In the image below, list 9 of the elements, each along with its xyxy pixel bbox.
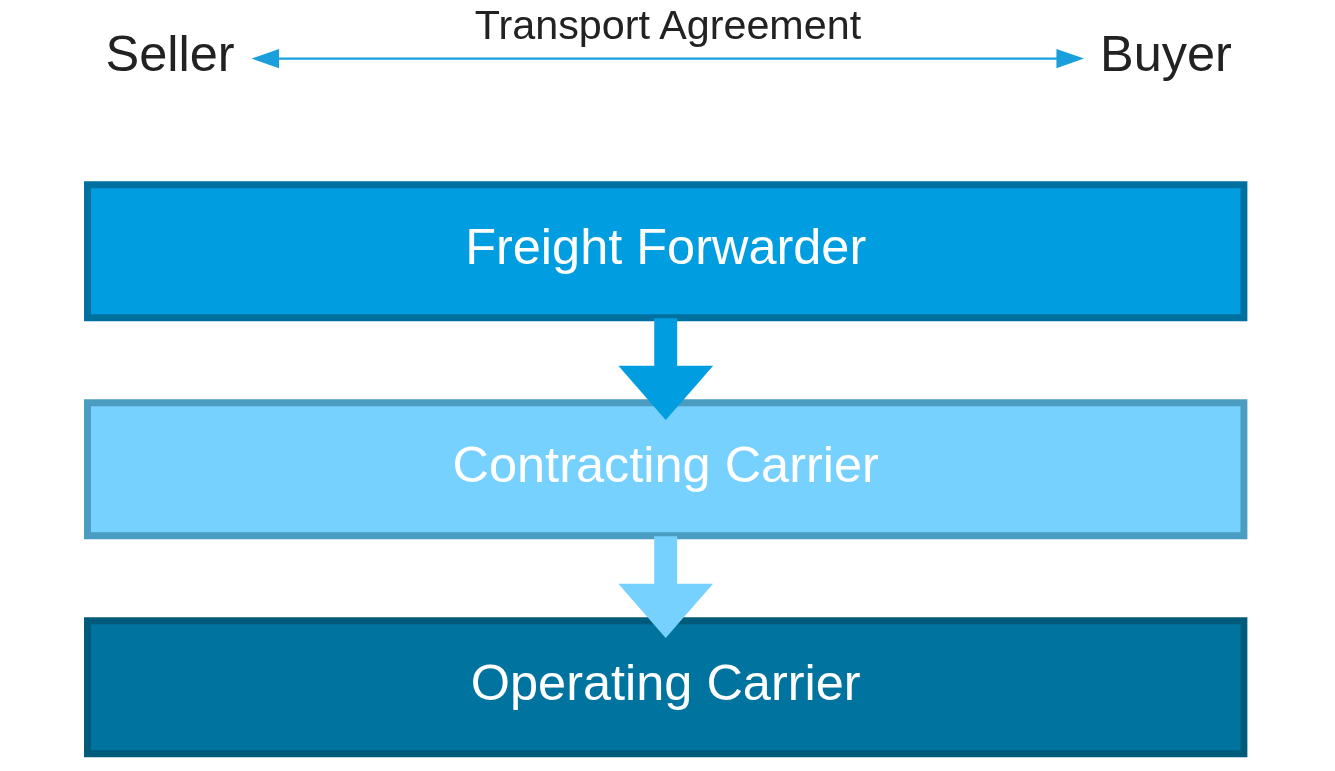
- arrow: [617, 536, 713, 638]
- node-box: Contracting Carrier: [83, 399, 1247, 540]
- arrow: [617, 318, 713, 420]
- node-text: Seller: [105, 25, 235, 83]
- arrow: [251, 48, 1084, 69]
- node-box: Operating Carrier: [83, 617, 1247, 758]
- edge-label: Transport Agreement: [474, 1, 861, 48]
- node-text: Buyer: [1099, 25, 1232, 83]
- node-box: Freight Forwarder: [83, 181, 1247, 322]
